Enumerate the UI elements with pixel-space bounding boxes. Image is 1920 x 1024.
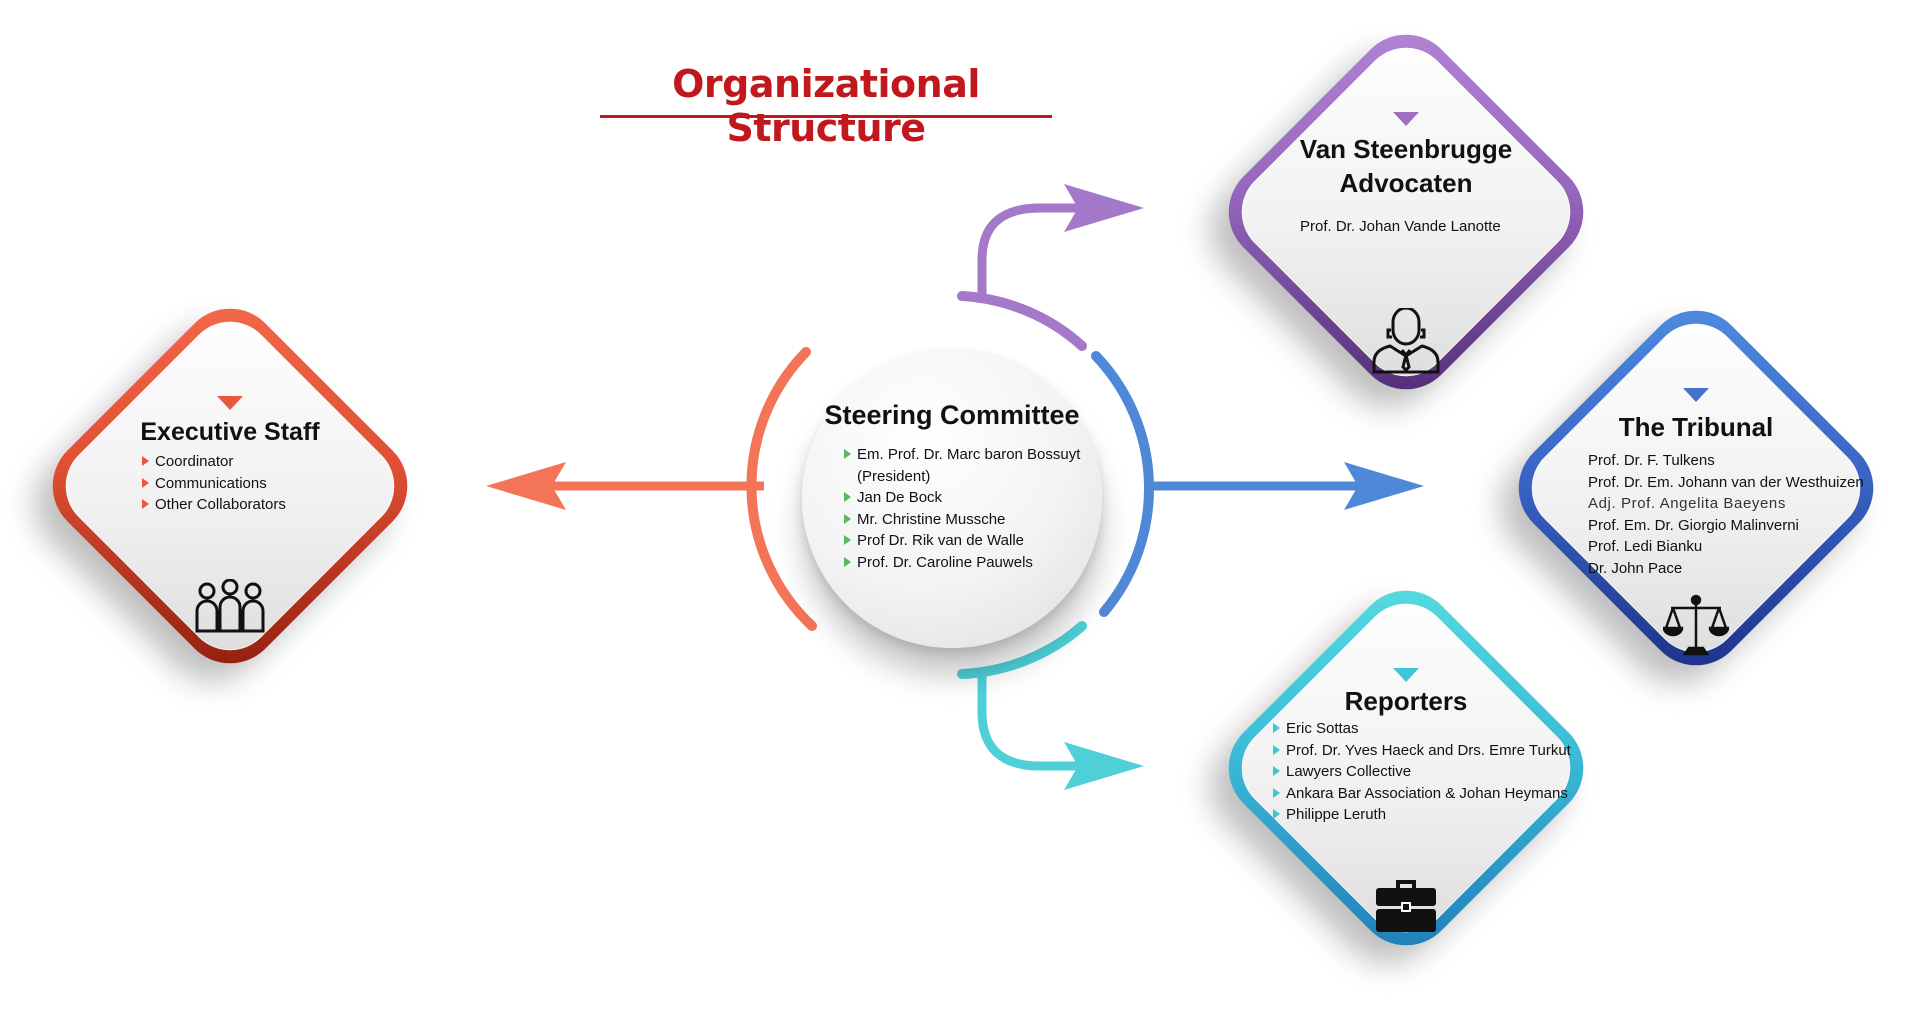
list-item: Prof. Ledi Bianku	[1588, 538, 1703, 555]
arrow-tribunal-head	[1344, 462, 1424, 510]
steering-committee-title: Steering Committee	[824, 400, 1080, 430]
briefcase-icon	[1376, 880, 1436, 932]
advocaten-title-line1: Van Steenbrugge	[1299, 134, 1513, 164]
advocaten-list: Prof. Dr. Johan Vande Lanotte	[1300, 216, 1501, 238]
reporters-marker	[1393, 668, 1419, 682]
executive-staff-node: Executive Staff Coordinator Communicatio…	[20, 276, 440, 696]
title-underline	[600, 115, 1052, 118]
scales-icon	[1663, 594, 1729, 656]
steering-committee-list: Em. Prof. Dr. Marc baron Bossuyt (Presid…	[844, 444, 1080, 573]
list-item: Communications	[142, 473, 286, 495]
list-item: Coordinator	[142, 451, 286, 473]
list-item: Other Collaborators	[142, 494, 286, 516]
tribunal-title: The Tribunal	[1618, 412, 1774, 442]
right-arc	[1091, 351, 1155, 617]
tribunal-marker	[1683, 388, 1709, 402]
list-item: Prof. Dr. Caroline Pauwels	[844, 552, 1080, 574]
group-icon	[195, 579, 265, 633]
reporters-node: Reporters Eric Sottas Prof. Dr. Yves Hae…	[1196, 558, 1616, 978]
top-arc	[957, 291, 1087, 351]
arrow-reporters-head	[1064, 742, 1144, 790]
executive-list: Coordinator Communications Other Collabo…	[142, 451, 286, 516]
list-item: Lawyers Collective	[1273, 761, 1571, 783]
list-item: Ankara Bar Association & Johan Heymans	[1273, 783, 1571, 805]
bottom-arc	[957, 621, 1087, 679]
tribunal-list: Prof. Dr. F. Tulkens Prof. Dr. Em. Johan…	[1588, 450, 1864, 579]
tribunal-node: The Tribunal Prof. Dr. F. Tulkens Prof. …	[1486, 278, 1906, 698]
reporters-list: Eric Sottas Prof. Dr. Yves Haeck and Drs…	[1273, 718, 1571, 826]
list-item: Em. Prof. Dr. Marc baron Bossuyt	[844, 444, 1080, 466]
list-item: Prof. Dr. F. Tulkens	[1588, 452, 1715, 469]
page-title: Organizational Structure	[672, 62, 980, 150]
list-item: Prof. Dr. Em. Johann van der Westhuizen	[1588, 473, 1864, 491]
list-item: (President)	[857, 467, 931, 485]
list-item: Prof. Dr. Johan Vande Lanotte	[1300, 218, 1501, 235]
arrow-advocaten-head	[1064, 184, 1144, 232]
list-item: Prof Dr. Rik van de Walle	[844, 530, 1080, 552]
reporters-title: Reporters	[1344, 686, 1468, 716]
arrow-reporters-line	[977, 672, 1090, 771]
list-item: Jan De Bock	[844, 487, 1080, 509]
list-item: Philippe Leruth	[1273, 804, 1571, 826]
lawyer-icon	[1372, 308, 1440, 374]
advocaten-node: Van Steenbrugge Advocaten Prof. Dr. Joha…	[1196, 2, 1616, 422]
list-item: Dr. John Pace	[1588, 559, 1683, 577]
list-item: Adj. Prof. Angelita Baeyens	[1588, 495, 1786, 512]
executive-title: Executive Staff	[140, 418, 320, 446]
steering-committee-node: Steering Committee Em. Prof. Dr. Marc ba…	[802, 348, 1102, 648]
advocaten-title-line2: Advocaten	[1339, 168, 1473, 198]
arrow-advocaten-line	[977, 203, 1090, 298]
list-item: Prof. Em. Dr. Giorgio Malinverni	[1588, 516, 1799, 534]
list-item: Eric Sottas	[1273, 718, 1571, 740]
executive-marker	[217, 396, 243, 410]
arrow-executive-head	[486, 462, 566, 510]
list-item: Prof. Dr. Yves Haeck and Drs. Emre Turku…	[1273, 740, 1571, 762]
advocaten-marker	[1393, 112, 1419, 126]
list-item: Mr. Christine Mussche	[844, 509, 1080, 531]
